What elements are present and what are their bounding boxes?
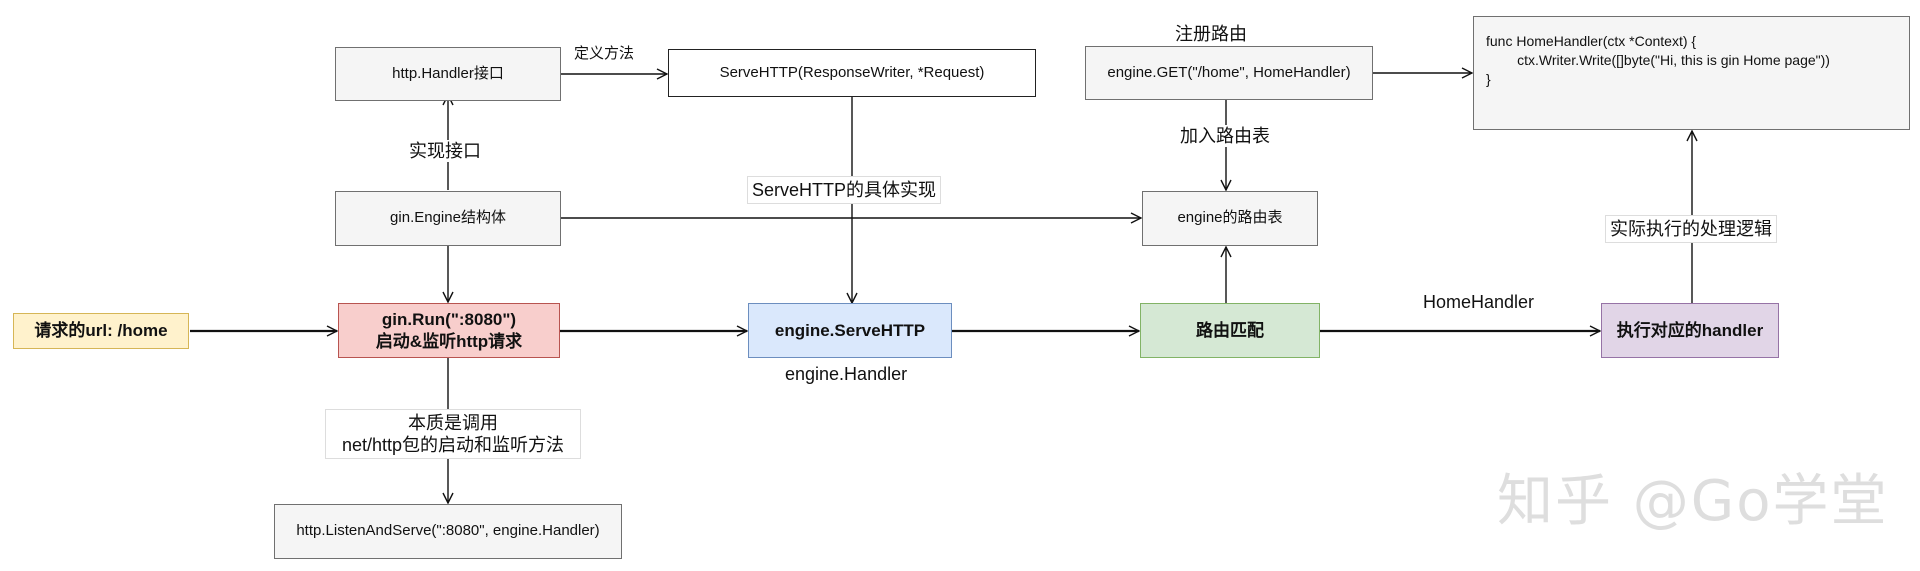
exec-handler-label: 执行对应的handler: [1616, 320, 1764, 340]
servehttp-impl-label: ServeHTTP的具体实现: [747, 176, 942, 204]
engine-route-table-node: engine的路由表: [1142, 191, 1318, 246]
listen-and-serve-node: http.ListenAndServe(":8080", engine.Hand…: [274, 504, 622, 559]
engine-route-table-label: engine的路由表: [1177, 209, 1283, 227]
gin-engine-struct-label: gin.Engine结构体: [390, 209, 506, 227]
add-to-table-label: 加入路由表: [1178, 125, 1272, 147]
essence-line1: 本质是调用: [408, 413, 498, 433]
exec-handler-node: 执行对应的handler: [1601, 303, 1779, 358]
http-handler-iface-label: http.Handler接口: [392, 64, 504, 82]
gin-engine-struct-node: gin.Engine结构体: [335, 191, 561, 246]
home-handler-code-node: func HomeHandler(ctx *Context) { ctx.Wri…: [1473, 16, 1910, 130]
servehttp-signature-label: ServeHTTP(ResponseWriter, *Request): [719, 63, 985, 81]
register-route-label: 注册路由: [1175, 24, 1247, 44]
engine-get-label: engine.GET("/home", HomeHandler): [1107, 63, 1351, 81]
watermark: 知乎 @Go学堂: [1497, 469, 1889, 534]
essence-line2: net/http包的启动和监听方法: [341, 435, 565, 455]
route-match-node: 路由匹配: [1140, 303, 1320, 358]
code-line-3: }: [1486, 71, 1491, 87]
gin-run-node: gin.Run(":8080") 启动&监听http请求: [338, 303, 560, 358]
request-url-node: 请求的url: /home: [13, 313, 189, 349]
engine-handler-label: engine.Handler: [785, 364, 908, 384]
request-url-label: 请求的url: /home: [34, 321, 168, 341]
engine-servehttp-node: engine.ServeHTTP: [748, 303, 952, 358]
servehttp-signature-node: ServeHTTP(ResponseWriter, *Request): [668, 49, 1036, 97]
gin-run-line2: 启动&监听http请求: [375, 331, 523, 351]
engine-servehttp-label: engine.ServeHTTP: [774, 320, 926, 340]
actual-logic-label: 实际执行的处理逻辑: [1605, 215, 1777, 243]
gin-run-line1: gin.Run(":8080"): [381, 310, 517, 330]
home-handler-label: HomeHandler: [1423, 292, 1535, 312]
http-handler-iface-node: http.Handler接口: [335, 47, 561, 101]
define-method-label: 定义方法: [572, 43, 637, 65]
route-match-label: 路由匹配: [1196, 320, 1264, 340]
code-line-1: func HomeHandler(ctx *Context) {: [1486, 33, 1697, 49]
code-line-2: ctx.Writer.Write([]byte("Hi, this is gin…: [1486, 52, 1830, 68]
essence-label: 本质是调用 net/http包的启动和监听方法: [325, 409, 581, 459]
engine-get-node: engine.GET("/home", HomeHandler): [1085, 46, 1373, 100]
implement-iface-label: 实现接口: [407, 140, 483, 162]
listen-and-serve-label: http.ListenAndServe(":8080", engine.Hand…: [296, 522, 600, 540]
